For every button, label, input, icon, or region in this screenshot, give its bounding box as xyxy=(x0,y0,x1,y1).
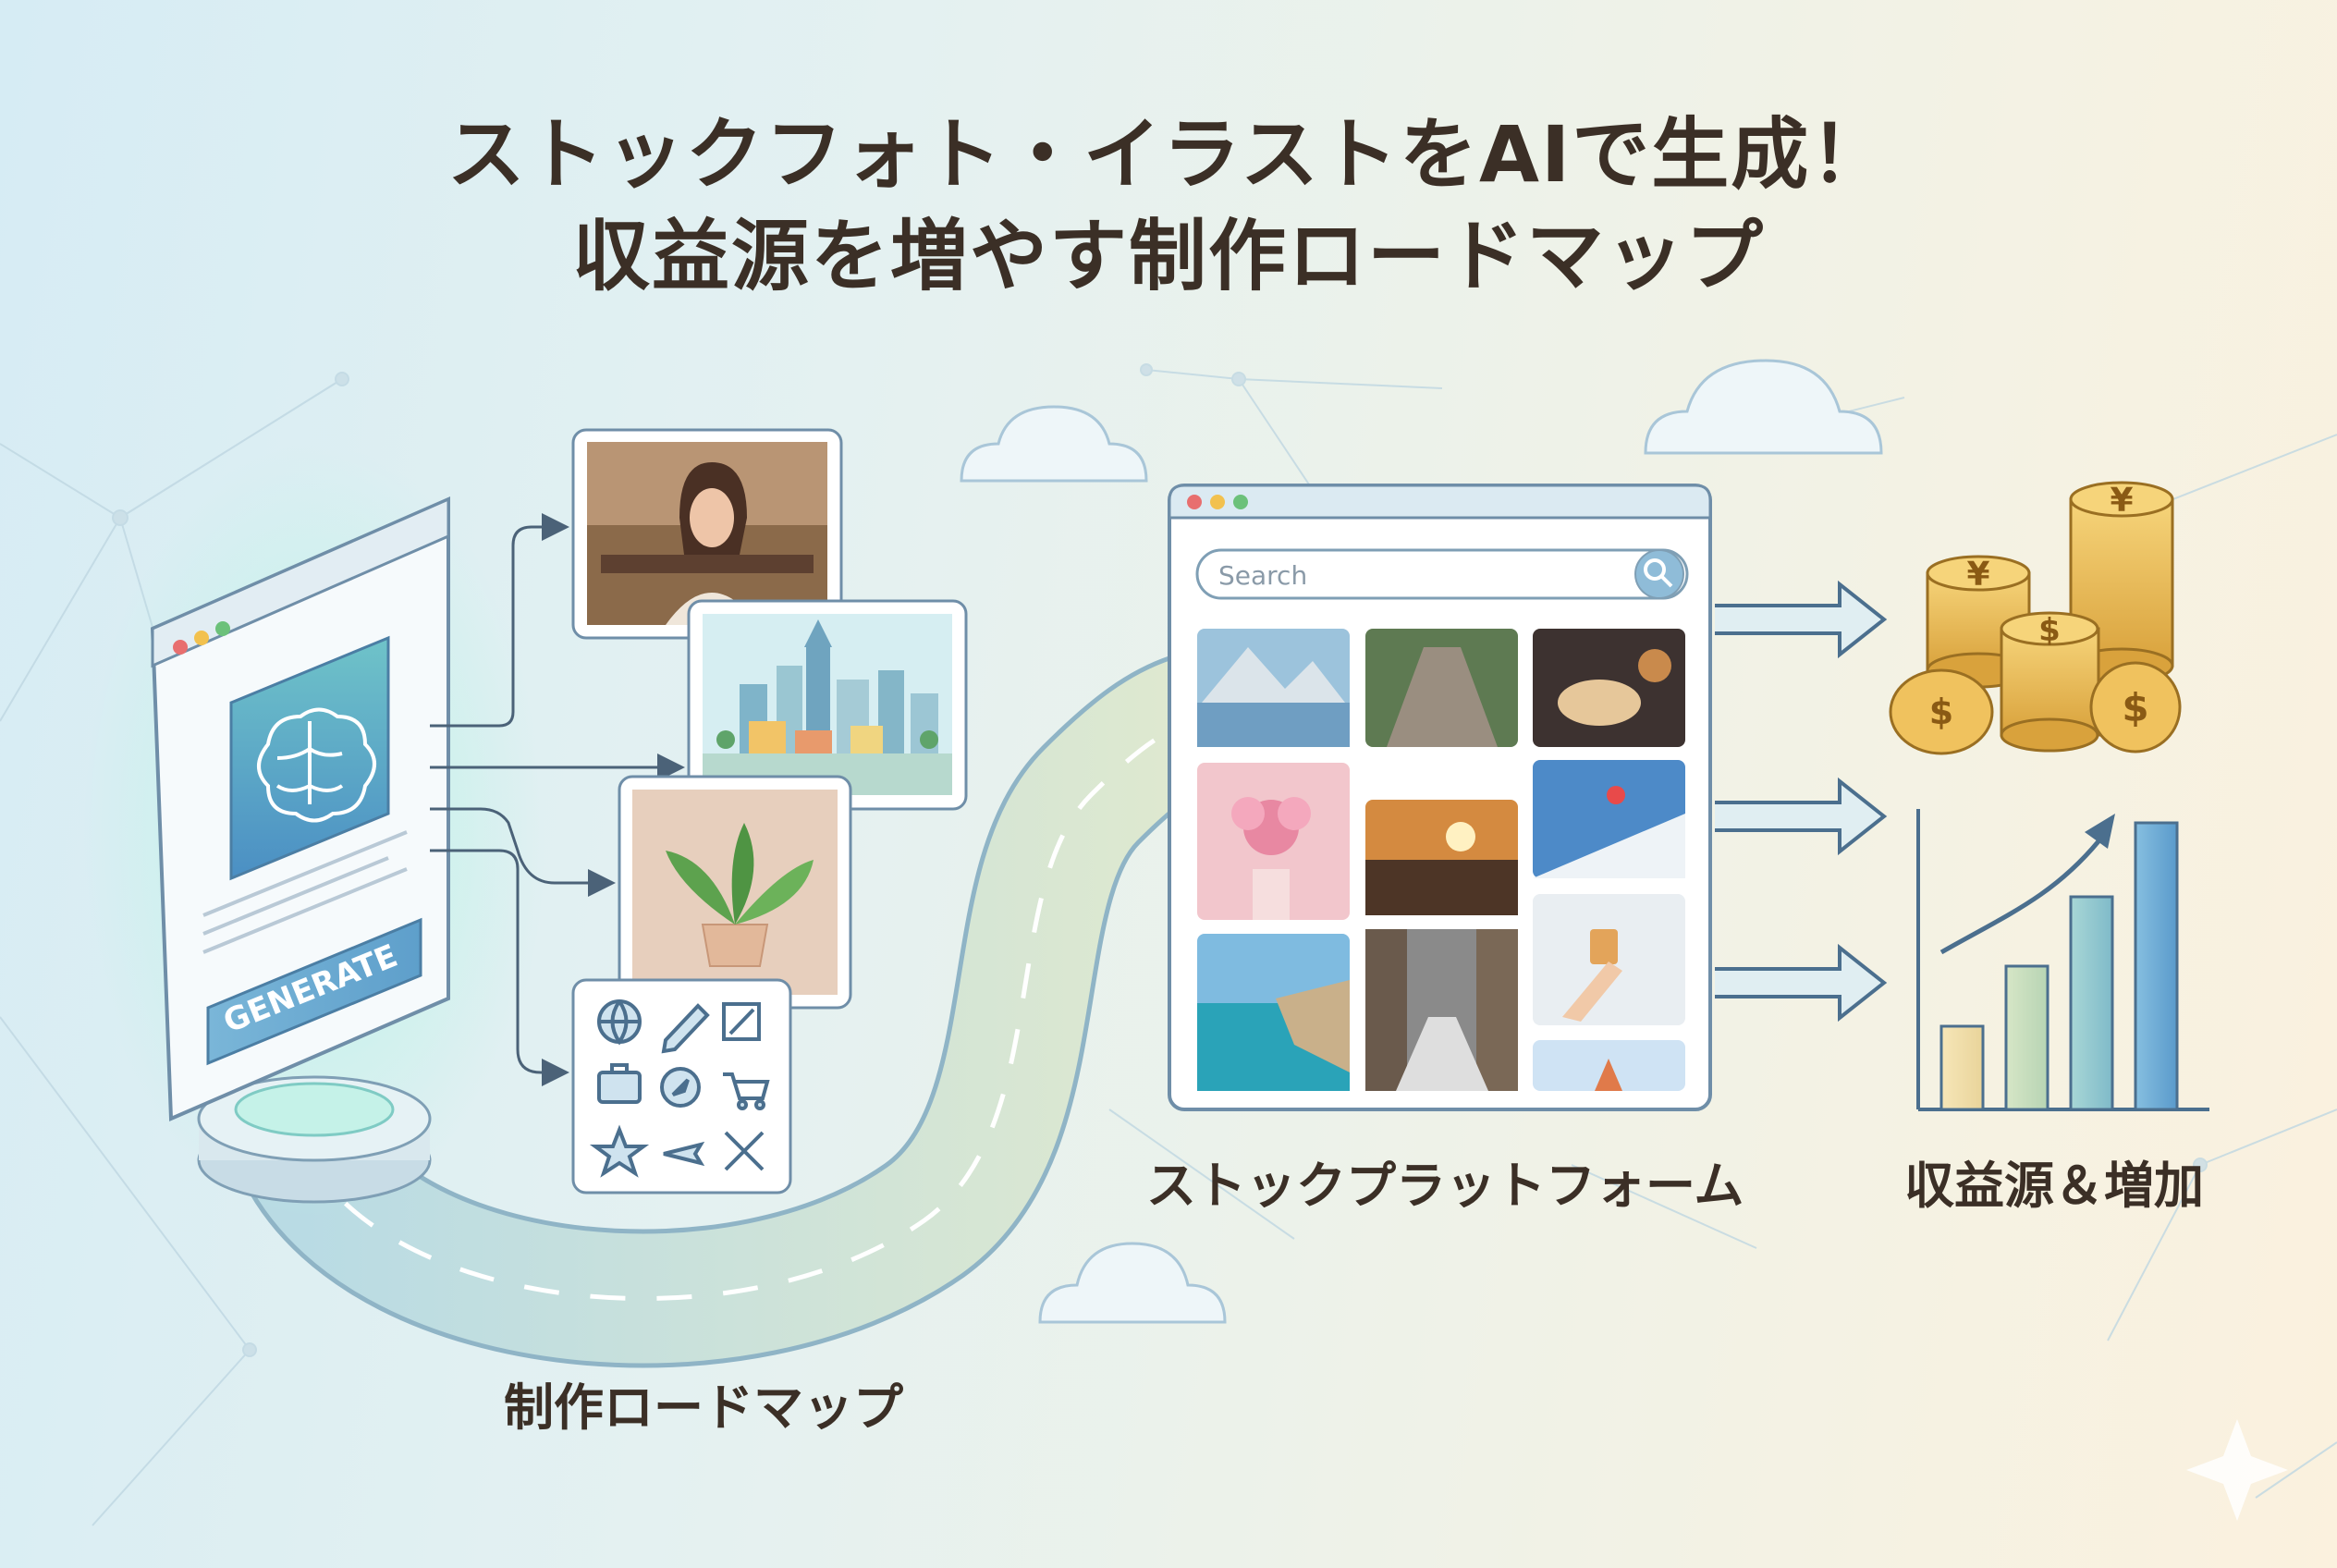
briefcase-icon xyxy=(597,1063,642,1104)
search-icon[interactable] xyxy=(1644,558,1673,588)
illustration-card-city xyxy=(687,599,968,811)
window-minimize-dot xyxy=(1210,495,1225,509)
brain-icon xyxy=(257,707,376,823)
yen-symbol: ¥ xyxy=(1966,556,1989,594)
thumbnail-skier[interactable] xyxy=(1533,760,1685,878)
pedestal xyxy=(197,1075,432,1204)
trend-arrow-icon xyxy=(2085,814,2115,849)
sparkle-icon xyxy=(2186,1419,2288,1521)
pencil-icon xyxy=(661,1003,710,1054)
window-close-dot xyxy=(173,640,188,655)
thumbnail-grid xyxy=(1197,629,1685,1091)
coin-stacks xyxy=(1889,481,2182,755)
compass-icon xyxy=(660,1067,701,1108)
window-minimize-dot xyxy=(194,631,209,645)
cloud-icon xyxy=(960,405,1148,483)
window-maximize-dot xyxy=(1233,495,1248,509)
thumbnail-mountain-lake[interactable] xyxy=(1197,629,1350,747)
coin-stack-middle xyxy=(2000,611,2100,753)
tools-icon xyxy=(724,1131,765,1171)
dollar-symbol: $ xyxy=(2038,612,2061,649)
thumbnail-coastline[interactable] xyxy=(1197,934,1350,1091)
coin-dollar-left xyxy=(1889,668,1994,755)
photo-card-portrait xyxy=(571,428,843,640)
crop-icon xyxy=(722,1002,761,1041)
arrow-to-chart xyxy=(1715,777,1888,856)
generator-connectors xyxy=(430,513,685,1086)
thumbnail-alley[interactable] xyxy=(1365,629,1518,747)
cloud-icon xyxy=(1644,359,1883,455)
dollar-symbol: $ xyxy=(2122,685,2148,730)
arrow-to-chart-2 xyxy=(1715,943,1888,1023)
airplane-icon xyxy=(663,1141,705,1167)
revenue-arrows xyxy=(1715,580,1888,1023)
photo-card-plant xyxy=(618,775,852,1010)
coin-dollar-right xyxy=(2089,661,2182,753)
cloud-icon xyxy=(1038,1242,1227,1324)
dollar-symbol: $ xyxy=(1929,692,1953,732)
yen-symbol: ¥ xyxy=(2110,482,2133,520)
thumbnail-food[interactable] xyxy=(1533,629,1685,747)
platform-label: ストックプラットフォーム xyxy=(1146,1157,1744,1215)
roadmap-road xyxy=(236,652,1262,1368)
cart-icon xyxy=(723,1072,770,1110)
illustration-card-icons xyxy=(571,978,792,1194)
coin-symbols: ¥ ¥ $ $ $ xyxy=(1929,482,2149,732)
globe-icon xyxy=(597,999,642,1046)
text-lines xyxy=(202,830,408,954)
generator-window xyxy=(150,496,450,1121)
window-close-dot xyxy=(1187,495,1202,509)
roadmap-label: 制作ロードマップ xyxy=(504,1378,903,1437)
thumbnail-flowers[interactable] xyxy=(1197,763,1350,920)
search-input[interactable]: Search xyxy=(1218,560,1307,591)
growth-chart xyxy=(1916,809,2209,1111)
arrow-to-coins xyxy=(1715,580,1888,659)
search-bar[interactable]: Search xyxy=(1195,548,1689,600)
window-maximize-dot xyxy=(215,621,230,636)
thumbnail-hand-coin[interactable] xyxy=(1533,894,1685,1025)
thumbnail-street[interactable] xyxy=(1365,929,1518,1091)
thumbnail-partial[interactable] xyxy=(1533,1040,1685,1091)
thumbnail-sunset[interactable] xyxy=(1365,800,1518,915)
page-title-line2: 収益源を増やす制作ロードマップ xyxy=(571,211,1765,301)
page-title-line1: ストックフォト・イラストをAIで生成！ xyxy=(447,109,1890,200)
star-icon xyxy=(589,1124,650,1178)
revenue-label: 収益源＆増加 xyxy=(1904,1157,2204,1215)
